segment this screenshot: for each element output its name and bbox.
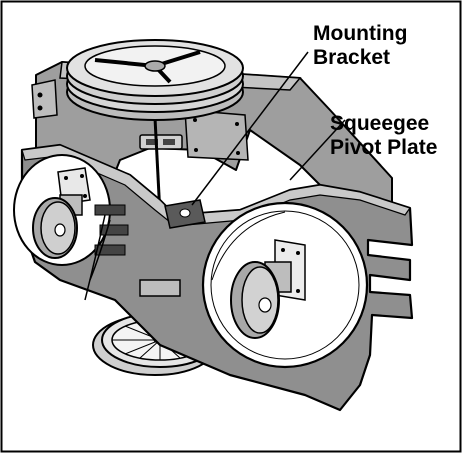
mounting-bracket-leader bbox=[191, 51, 309, 206]
pivot-plate-leader bbox=[289, 119, 346, 181]
pivot-label-line1: Squeegee bbox=[330, 112, 429, 135]
left-caster bbox=[32, 167, 91, 259]
top-drive-wheel bbox=[66, 39, 244, 121]
center-fittings bbox=[84, 204, 181, 301]
mounting-bracket-part bbox=[164, 199, 206, 229]
mounting-label-line2: Bracket bbox=[313, 46, 390, 69]
mounting-label-line1: Mounting bbox=[313, 22, 407, 45]
right-caster bbox=[230, 239, 306, 339]
pivot-label-line2: Pivot Plate bbox=[330, 136, 437, 159]
